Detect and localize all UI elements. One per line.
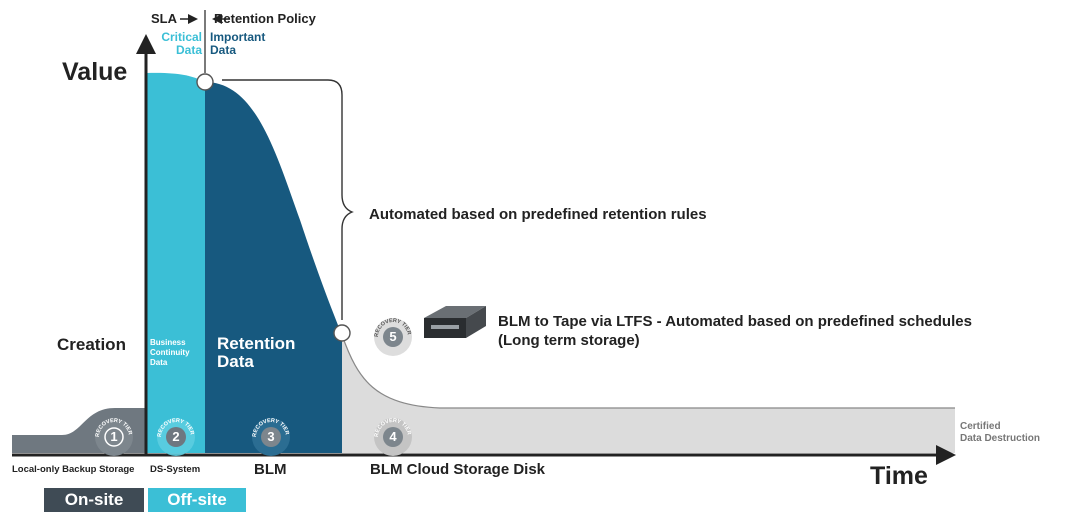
- automated-retention-annotation: Automated based on predefined retention …: [369, 206, 707, 223]
- retention-data-area: [205, 82, 342, 453]
- business-continuity-label: Business Continuity Data: [150, 338, 190, 367]
- recovery-tier-2-number: 2: [172, 429, 180, 444]
- retention-brace: [222, 79, 354, 320]
- creation-label: Creation: [57, 335, 126, 354]
- retention-arrow-icon: [212, 14, 222, 24]
- tape-drive-icon: [424, 306, 486, 338]
- curve-marker-tape: [333, 324, 351, 342]
- y-axis-arrow: [136, 34, 156, 54]
- tape-annotation-line2: (Long term storage): [498, 332, 640, 349]
- y-axis-label: Value: [62, 58, 128, 86]
- critical-data-label: Critical Data: [161, 30, 202, 57]
- tape-annotation-line1: BLM to Tape via LTFS - Automated based o…: [498, 313, 972, 330]
- important-data-label: Important Data: [210, 30, 266, 57]
- recovery-tier-5-badge: [374, 318, 412, 356]
- ds-system-label: DS-System: [150, 464, 201, 475]
- recovery-tier-1-number: 1: [110, 429, 118, 444]
- local-backup-storage-label: Local-only Backup Storage: [12, 464, 135, 475]
- sla-label: SLA: [151, 11, 177, 26]
- recovery-tier-3-number: 3: [267, 429, 275, 444]
- certified-destruction-label: Certified Data Destruction: [960, 421, 1041, 444]
- recovery-tier-1-badge: [95, 418, 133, 456]
- value-curve-tail: [341, 334, 955, 409]
- sla-arrow-icon: [188, 14, 198, 24]
- onsite-band: On-site: [44, 488, 144, 512]
- retention-policy-label: Retention Policy: [214, 11, 316, 26]
- offsite-band: Off-site: [148, 488, 246, 512]
- retention-data-label: Retention Data: [217, 334, 296, 371]
- cloud-storage-label: BLM Cloud Storage Disk: [370, 461, 546, 478]
- recovery-tier-4-number: 4: [389, 429, 397, 444]
- x-axis-arrow: [936, 445, 956, 465]
- critical-data-area: [146, 72, 205, 453]
- recovery-tier-5-number: 5: [389, 329, 397, 344]
- cloud-storage-area: [342, 335, 955, 453]
- curve-marker-top: [196, 73, 214, 91]
- x-axis-label: Time: [870, 462, 928, 490]
- recovery-tier-4-badge: [374, 418, 412, 456]
- recovery-tier-3-badge: [252, 418, 290, 456]
- recovery-tier-2-badge: [157, 418, 195, 456]
- blm-label: BLM: [254, 461, 287, 478]
